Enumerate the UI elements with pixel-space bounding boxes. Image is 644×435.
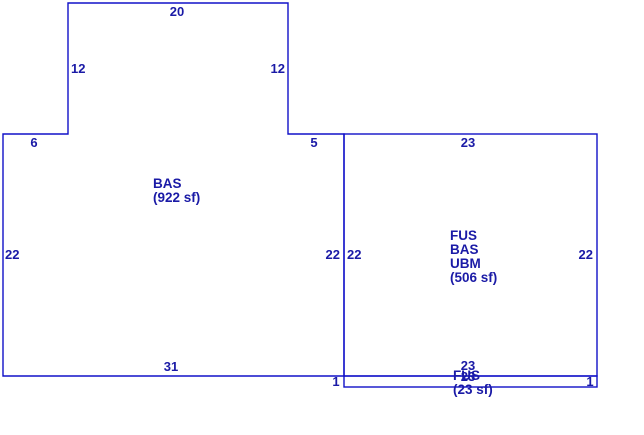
dim-bas-right: 22 bbox=[326, 247, 340, 262]
area-label-fus-bas-ubm: FUS BAS UBM (506 sf) bbox=[450, 228, 497, 285]
dim-fus-left: 22 bbox=[347, 247, 361, 262]
dim-fus-small-top: 23 bbox=[461, 369, 475, 384]
area-label-fus-small: FUS (23 sf) bbox=[453, 368, 493, 397]
area-label-bas: BAS (922 sf) bbox=[153, 176, 200, 205]
dim-bas-bottom: 31 bbox=[164, 359, 178, 374]
area-label-bas-code: BAS bbox=[153, 176, 182, 191]
dim-fus-top: 23 bbox=[461, 135, 475, 150]
bas-outline bbox=[2, 2, 345, 377]
area-label-ubm-code: UBM bbox=[450, 256, 481, 271]
area-label-fus-bas-ubm-size: (506 sf) bbox=[450, 270, 497, 285]
dim-fus-small-right: 1 bbox=[586, 374, 593, 389]
dim-fus-right: 22 bbox=[579, 247, 593, 262]
area-label-fus-small-code: FUS bbox=[453, 368, 480, 383]
dim-bas-right-step: 5 bbox=[310, 135, 317, 150]
dim-bas-top: 20 bbox=[170, 4, 184, 19]
dim-bas-left-step: 6 bbox=[30, 135, 37, 150]
dim-bas-left: 22 bbox=[5, 247, 19, 262]
dim-fus-bottom: 23 bbox=[461, 358, 475, 373]
dim-bas-bottom-corner: 1 bbox=[332, 374, 339, 389]
area-label-fus-code: FUS bbox=[450, 228, 477, 243]
area-label-fus-small-size: (23 sf) bbox=[453, 382, 493, 397]
fus-strip-outline bbox=[343, 375, 598, 388]
area-label-bas-size: (922 sf) bbox=[153, 190, 200, 205]
dim-bas-upper-right: 12 bbox=[271, 61, 285, 76]
dim-bas-upper-left: 12 bbox=[71, 61, 85, 76]
area-label-bas2-code: BAS bbox=[450, 242, 479, 257]
